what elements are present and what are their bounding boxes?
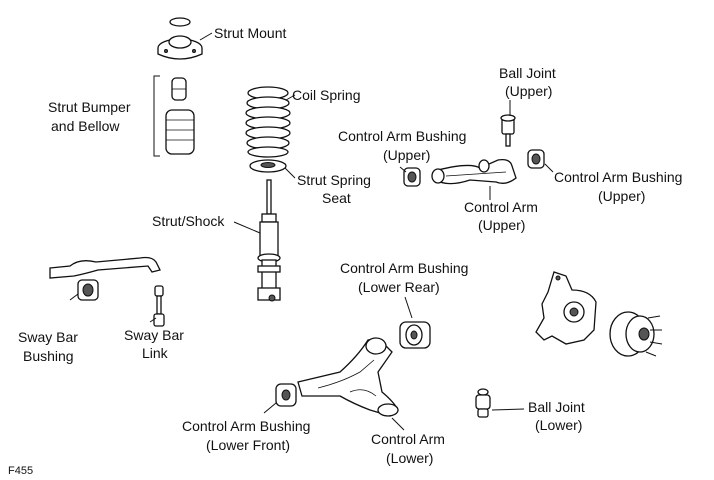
label-strut-bumper-line2: and Bellow	[51, 118, 120, 134]
label-cab-upper-right-line2: (Upper)	[598, 188, 645, 204]
sway-bar-part	[49, 256, 161, 301]
ball-joint-upper-part	[500, 100, 516, 147]
control-arm-upper-part	[431, 158, 517, 200]
label-ball-joint-lower-line1: Ball Joint	[528, 399, 585, 415]
part-labels: Strut Mount Strut Bumper and Bellow Coil…	[8, 25, 682, 477]
label-cab-upper-left-line2: (Upper)	[383, 147, 430, 163]
label-control-arm-upper-line2: (Upper)	[478, 217, 525, 233]
control-arm-bushing-lower-rear-part	[399, 296, 431, 349]
label-sway-bar-bushing-line2: Bushing	[23, 348, 74, 364]
label-strut-mount: Strut Mount	[214, 25, 286, 41]
label-sway-bar-link-line2: Link	[142, 345, 169, 361]
label-cab-lower-rear-line1: Control Arm Bushing	[340, 260, 468, 276]
control-arm-lower-part	[297, 337, 405, 431]
label-cab-lower-front-line1: Control Arm Bushing	[182, 418, 310, 434]
control-arm-bushing-lower-front-part	[263, 383, 297, 414]
label-strut-shock: Strut/Shock	[152, 213, 225, 229]
label-control-arm-lower-line2: (Lower)	[386, 450, 433, 466]
label-control-arm-lower-line1: Control Arm	[371, 431, 445, 447]
control-arm-bushing-upper-right-part	[527, 149, 554, 173]
steering-knuckle-part	[535, 271, 597, 345]
coil-spring-part	[245, 86, 296, 158]
label-cab-lower-front-line2: (Lower Front)	[206, 437, 290, 453]
strut-bumper-part	[153, 75, 195, 157]
label-control-arm-upper-line1: Control Arm	[464, 199, 538, 215]
control-arm-bushing-upper-left-part	[399, 166, 421, 187]
label-coil-spring: Coil Spring	[292, 87, 360, 103]
label-sway-bar-link-line1: Sway Bar	[124, 327, 184, 343]
label-ball-joint-upper-line2: (Upper)	[505, 83, 552, 99]
wheel-hub-part	[609, 311, 663, 357]
label-ball-joint-lower-line2: (Lower)	[535, 417, 582, 433]
label-strut-spring-seat-line2: Seat	[322, 190, 351, 206]
label-sway-bar-bushing-line1: Sway Bar	[18, 329, 78, 345]
label-cab-upper-left-line1: Control Arm Bushing	[338, 128, 466, 144]
label-cab-lower-rear-line2: (Lower Rear)	[358, 279, 440, 295]
label-strut-spring-seat-line1: Strut Spring	[297, 172, 371, 188]
label-ball-joint-upper-line1: Ball Joint	[499, 65, 556, 81]
sway-bar-link-part	[149, 285, 165, 327]
figure-code: F455	[8, 465, 33, 477]
strut-mount-part	[157, 17, 213, 60]
strut-spring-seat-part	[249, 159, 296, 179]
strut-shock-part	[233, 179, 281, 302]
label-strut-bumper-line1: Strut Bumper	[48, 99, 131, 115]
label-cab-upper-right-line1: Control Arm Bushing	[554, 169, 682, 185]
ball-joint-lower-part	[475, 388, 525, 418]
